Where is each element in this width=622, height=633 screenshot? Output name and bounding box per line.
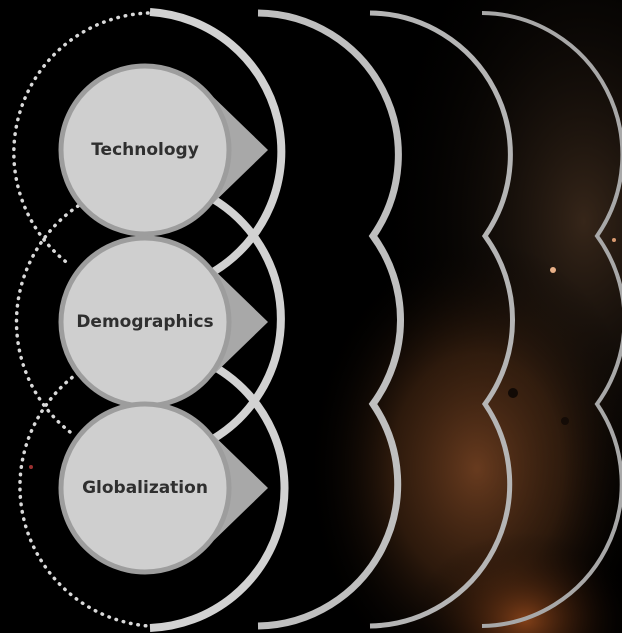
node-label: Demographics [76, 312, 213, 332]
node-label: Technology [91, 140, 199, 160]
node-circle [58, 401, 232, 575]
scallop-outline-4 [481, 11, 622, 628]
star [29, 465, 33, 469]
node-circle [58, 63, 232, 237]
dotted-arc [12, 11, 150, 267]
dotted-arc [14, 204, 80, 434]
node-label: Globalization [82, 478, 208, 498]
scallop-outline-2 [257, 9, 404, 630]
scallop-outline-3 [369, 10, 515, 629]
dark-spot [561, 417, 569, 425]
star [550, 267, 556, 273]
lower-arc [149, 362, 289, 632]
dark-spot [508, 388, 518, 398]
node-globalization: Globalization [58, 401, 268, 575]
star [612, 238, 616, 242]
middle-arc [210, 195, 285, 443]
node-technology: Technology [58, 63, 268, 237]
